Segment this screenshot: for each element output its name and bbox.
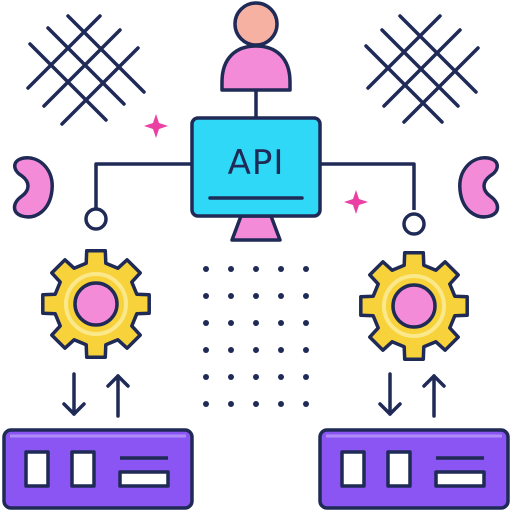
- arrow-up-icon: [422, 374, 446, 418]
- dot: [278, 266, 284, 272]
- gear-icon-right: [359, 251, 469, 361]
- dot: [278, 320, 284, 326]
- dot: [228, 293, 234, 299]
- dot: [278, 347, 284, 353]
- bean-icon-right: [458, 156, 500, 219]
- crosshatch-icon-left: [26, 14, 146, 126]
- arrows-right: [378, 372, 446, 418]
- dot: [303, 266, 309, 272]
- arrows-left: [62, 372, 130, 418]
- arrow-down-icon: [378, 372, 402, 416]
- sparkle-icon-right: [344, 190, 368, 214]
- server-icon-left: [2, 428, 194, 510]
- dot: [253, 374, 259, 380]
- connection-lines: [94, 162, 416, 210]
- bean-icon-left: [12, 156, 54, 219]
- dot: [303, 347, 309, 353]
- server-icon-right: [318, 428, 510, 510]
- connector-node-left: [84, 207, 108, 231]
- dot: [203, 266, 209, 272]
- dot: [203, 374, 209, 380]
- dot-grid-icon: [203, 266, 309, 407]
- gear-icon-left: [41, 249, 151, 359]
- gear-hub: [73, 281, 119, 327]
- dot: [228, 401, 234, 407]
- user-icon: [220, 1, 292, 92]
- sparkle-icon-left: [144, 114, 168, 138]
- dot: [278, 374, 284, 380]
- dot: [203, 347, 209, 353]
- dot: [303, 374, 309, 380]
- dot: [228, 320, 234, 326]
- dot: [303, 320, 309, 326]
- dot: [228, 347, 234, 353]
- gear-highlight: [64, 272, 128, 336]
- dot: [253, 347, 259, 353]
- dot: [303, 293, 309, 299]
- arrow-down-icon: [62, 372, 86, 416]
- dot: [203, 320, 209, 326]
- dot: [253, 401, 259, 407]
- dot: [228, 374, 234, 380]
- gear-highlight: [382, 274, 446, 338]
- connector-node-right: [402, 212, 426, 236]
- dot: [253, 266, 259, 272]
- dot: [253, 293, 259, 299]
- dot: [303, 401, 309, 407]
- gear-hub: [391, 283, 437, 329]
- crosshatch-icon-right: [364, 14, 480, 124]
- dot: [203, 401, 209, 407]
- dot: [253, 320, 259, 326]
- dot: [228, 266, 234, 272]
- dot: [278, 293, 284, 299]
- arrow-up-icon: [106, 374, 130, 418]
- monitor-icon: API: [190, 116, 322, 242]
- monitor-label: API: [228, 143, 285, 183]
- dot: [278, 401, 284, 407]
- dot: [203, 293, 209, 299]
